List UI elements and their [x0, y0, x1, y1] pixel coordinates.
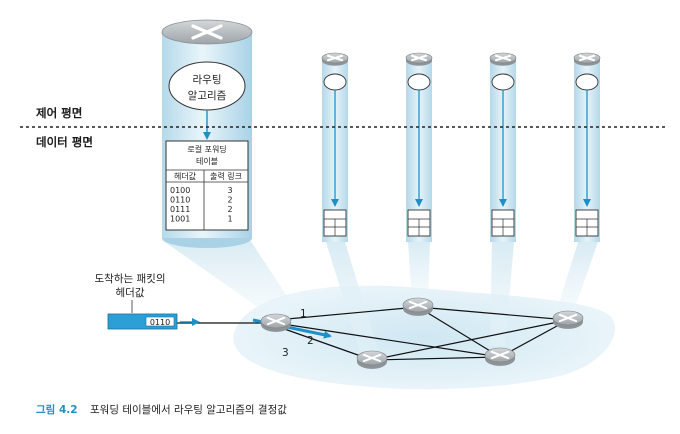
table-row-header: 0111: [170, 205, 190, 214]
network-router: [402, 297, 434, 316]
data-plane-label: 데이터 평면: [36, 135, 93, 149]
mini-forwarding-table: [407, 209, 431, 237]
figure-number: 그림 4.2: [36, 404, 78, 416]
router-x-icon: [408, 300, 428, 310]
packet-label-1: 도착하는 패킷의: [95, 272, 166, 285]
router-column: [489, 52, 517, 242]
router-x-icon: [494, 54, 512, 62]
routing-algorithm-label-2: 알고리즘: [188, 90, 227, 102]
packet-label-2: 헤더값: [116, 286, 145, 299]
routing-algorithm-node: [168, 61, 246, 111]
network-router: [260, 313, 292, 332]
router-x-icon: [558, 313, 578, 323]
column-router: [321, 52, 349, 66]
table-row-link: 3: [227, 186, 232, 195]
packet-header-value: 0110: [150, 318, 170, 327]
router-column: [573, 52, 601, 242]
arriving-packet: [107, 313, 178, 330]
network-router: [484, 347, 516, 366]
table-row-header: 0110: [170, 196, 190, 205]
link-label-2: 2: [307, 335, 314, 347]
table-row-header: 1001: [170, 215, 190, 224]
link-label-1: 1: [300, 308, 307, 320]
router-column: [321, 52, 349, 242]
network-routers: [260, 297, 584, 369]
forwarding-table-header-col: 헤더값: [174, 171, 197, 181]
table-row-link: 1: [227, 215, 232, 224]
router-x-icon: [578, 54, 596, 62]
network-cloud: [233, 285, 616, 390]
network-router: [356, 350, 388, 369]
figure-caption: 포워딩 테이블에서 라우팅 알고리즘의 결정값: [90, 403, 287, 416]
forwarding-table-title-2: 테이블: [196, 156, 218, 166]
routing-module: [491, 73, 515, 91]
table-row-link: 2: [227, 196, 232, 205]
router-x-icon: [490, 350, 510, 360]
other-router-columns: [321, 52, 601, 242]
router-x-icon: [191, 24, 223, 40]
table-row-link: 2: [227, 205, 232, 214]
router-x-icon: [362, 353, 382, 363]
mini-forwarding-table: [323, 209, 347, 237]
routing-module: [407, 73, 431, 91]
forwarding-table-title-1: 로컬 포워딩: [187, 144, 226, 154]
mini-forwarding-table: [575, 209, 599, 237]
forwarding-table-rows: 0100 3 0110 2 0111 2 1001 1: [170, 186, 233, 224]
mini-forwarding-table: [491, 209, 515, 237]
router-x-icon: [266, 316, 286, 326]
network-router: [552, 310, 584, 329]
router-x-icon: [326, 54, 344, 62]
link-label-3: 3: [282, 347, 289, 359]
router-x-icon: [410, 54, 428, 62]
projection-beams: [162, 240, 598, 352]
forwarding-table: [165, 140, 249, 231]
control-plane-label: 제어 평면: [36, 106, 82, 120]
column-router: [573, 52, 601, 66]
column-router: [405, 52, 433, 66]
routing-algorithm-label-1: 라우팅: [193, 74, 222, 86]
table-row-header: 0100: [170, 186, 190, 195]
routing-module: [575, 73, 599, 91]
router-column: [405, 52, 433, 242]
routing-module: [323, 73, 347, 91]
forwarding-table-link-col: 출력 링크: [210, 171, 242, 181]
column-router: [489, 52, 517, 66]
